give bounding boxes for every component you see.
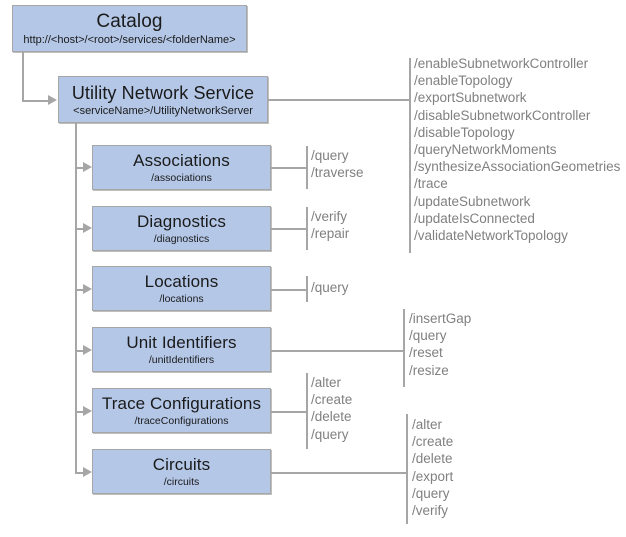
connector-catalog-to-service xyxy=(22,100,50,102)
node-catalog-path: http://<host>/<root>/services/<folderNam… xyxy=(23,34,236,46)
connector-trunk-to-unit-identifiers xyxy=(75,350,87,352)
operation-list-locations: /query xyxy=(311,279,349,296)
service-operation[interactable]: /validateNetworkTopology xyxy=(414,228,568,244)
connector-unit-identifiers-to-operations xyxy=(271,350,405,352)
node-circuits-path: /circuits xyxy=(163,475,200,488)
node-catalog[interactable]: Catalog http://<host>/<root>/services/<f… xyxy=(12,5,247,52)
unit-identifiers-operation[interactable]: /query xyxy=(409,328,447,344)
connector-service-to-operations xyxy=(268,99,409,101)
operations-bar-associations xyxy=(306,146,308,189)
node-diagnostics[interactable]: Diagnostics /diagnostics xyxy=(92,206,271,251)
associations-operation[interactable]: /query xyxy=(311,148,349,163)
service-operation[interactable]: /exportSubnetwork xyxy=(414,90,527,106)
node-catalog-title: Catalog xyxy=(96,11,163,32)
arrow-to-locations xyxy=(83,284,92,294)
arrow-to-diagnostics xyxy=(83,223,92,233)
circuits-operation[interactable]: /export xyxy=(412,468,454,484)
service-operation[interactable]: /queryNetworkMoments xyxy=(414,142,557,158)
locations-operation[interactable]: /query xyxy=(311,280,349,295)
arrow-catalog-to-service xyxy=(48,95,57,105)
service-operation[interactable]: /enableTopology xyxy=(414,73,513,89)
operation-list-circuits: /alter/create/delete/export/query/verify xyxy=(412,416,453,519)
node-circuits-title: Circuits xyxy=(152,454,211,474)
node-locations-title: Locations xyxy=(144,271,219,291)
connector-service-trunk xyxy=(75,123,77,472)
node-unit-identifiers[interactable]: Unit Identifiers /unitIdentifiers xyxy=(92,327,271,372)
operations-bar-diagnostics xyxy=(306,207,308,250)
operation-list-trace-configurations: /alter/create/delete/query xyxy=(311,374,352,443)
associations-operation[interactable]: /traverse xyxy=(311,165,364,181)
connector-trunk-to-diagnostics xyxy=(75,228,87,230)
connector-trunk-to-locations xyxy=(75,289,87,291)
service-operation[interactable]: /updateIsConnected xyxy=(414,210,535,226)
connector-trunk-to-trace-configurations xyxy=(75,411,87,413)
circuits-operation[interactable]: /alter xyxy=(412,417,443,432)
operations-bar-unit-identifiers xyxy=(403,309,405,387)
service-operation[interactable]: /disableSubnetworkController xyxy=(414,107,591,123)
arrow-to-circuits xyxy=(83,467,92,477)
node-locations-path: /locations xyxy=(159,292,204,305)
trace-configurations-operation[interactable]: /create xyxy=(311,392,353,408)
connector-associations-to-operations xyxy=(271,167,307,169)
operation-list-diagnostics: /verify/repair xyxy=(311,208,349,242)
connector-circuits-to-operations xyxy=(271,472,408,474)
node-trace-configurations-path: /traceConfigurations xyxy=(134,414,229,427)
unit-identifiers-operation[interactable]: /insertGap xyxy=(409,311,472,326)
connector-catalog-trunk xyxy=(22,52,24,100)
node-service-title: Utility Network Service xyxy=(71,82,255,103)
diagnostics-operation[interactable]: /verify xyxy=(311,209,348,224)
service-operation[interactable]: /trace xyxy=(414,176,448,192)
connector-trunk-to-associations xyxy=(75,167,87,169)
node-diagnostics-title: Diagnostics xyxy=(137,211,226,231)
connector-locations-to-operations xyxy=(271,289,307,291)
node-associations[interactable]: Associations /associations xyxy=(92,145,271,190)
connector-diagnostics-to-operations xyxy=(271,228,307,230)
unit-identifiers-operation[interactable]: /reset xyxy=(409,345,443,361)
operations-bar-service xyxy=(409,58,411,253)
node-unit-identifiers-path: /unitIdentifiers xyxy=(148,353,215,366)
service-operation[interactable]: /updateSubnetwork xyxy=(414,193,531,209)
unit-identifiers-operation[interactable]: /resize xyxy=(409,362,449,378)
connector-trace-configurations-to-operations xyxy=(271,411,307,413)
service-operation[interactable]: /synthesizeAssociationGeometries xyxy=(414,159,621,175)
circuits-operation[interactable]: /delete xyxy=(412,451,453,467)
node-unit-identifiers-title: Unit Identifiers xyxy=(126,332,237,352)
node-trace-configurations[interactable]: Trace Configurations /traceConfiguration… xyxy=(92,388,271,433)
operations-bar-locations xyxy=(306,276,308,302)
operations-bar-circuits xyxy=(406,414,408,524)
node-trace-configurations-title: Trace Configurations xyxy=(101,393,262,413)
circuits-operation[interactable]: /verify xyxy=(412,503,449,519)
service-operation[interactable]: /enableSubnetworkController xyxy=(414,56,589,71)
operations-bar-trace-configurations xyxy=(306,373,308,449)
node-circuits[interactable]: Circuits /circuits xyxy=(92,449,271,494)
node-associations-path: /associations xyxy=(151,171,212,184)
node-utility-network-service[interactable]: Utility Network Service <serviceName>/Ut… xyxy=(58,76,268,123)
circuits-operation[interactable]: /query xyxy=(412,485,450,501)
diagnostics-operation[interactable]: /repair xyxy=(311,226,350,242)
node-locations[interactable]: Locations /locations xyxy=(92,266,271,311)
trace-configurations-operation[interactable]: /delete xyxy=(311,409,352,425)
connector-trunk-to-circuits xyxy=(75,472,87,474)
arrow-to-associations xyxy=(83,162,92,172)
circuits-operation[interactable]: /create xyxy=(412,434,454,450)
operation-list-service: /enableSubnetworkController/enableTopolo… xyxy=(414,55,620,244)
node-associations-title: Associations xyxy=(133,150,230,170)
node-diagnostics-path: /diagnostics xyxy=(153,232,210,245)
operation-list-unit-identifiers: /insertGap/query/reset/resize xyxy=(409,310,471,379)
trace-configurations-operation[interactable]: /alter xyxy=(311,375,342,390)
operation-list-associations: /query/traverse xyxy=(311,147,364,181)
node-service-path: <serviceName>/UtilityNetworkServer xyxy=(73,104,253,117)
trace-configurations-operation[interactable]: /query xyxy=(311,426,349,442)
arrow-to-trace-configurations xyxy=(83,406,92,416)
arrow-to-unit-identifiers xyxy=(83,345,92,355)
service-operation[interactable]: /disableTopology xyxy=(414,124,515,140)
